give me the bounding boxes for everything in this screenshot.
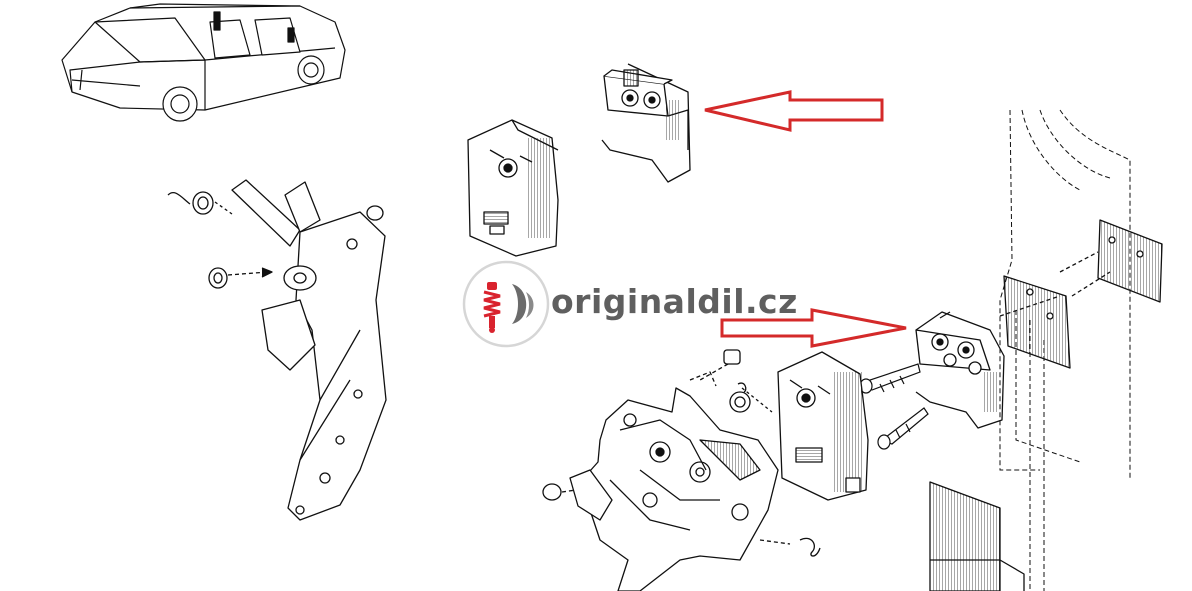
lock-cover-upper [467, 119, 559, 257]
striker-small-upper [601, 63, 691, 183]
upper-callout-arrow [704, 90, 884, 132]
watermark-text: originaldil.cz [551, 282, 798, 321]
door-pillar-outline [999, 109, 1131, 591]
lower-callout-arrow [720, 308, 907, 348]
van-illustration [61, 3, 346, 122]
shock-absorber-logo-icon [462, 260, 550, 348]
lock-mechanism-assembly [542, 349, 821, 591]
lock-cover-lower [777, 351, 869, 501]
striker-plate-lower [915, 311, 1005, 429]
left-hinge-assembly [167, 179, 387, 521]
